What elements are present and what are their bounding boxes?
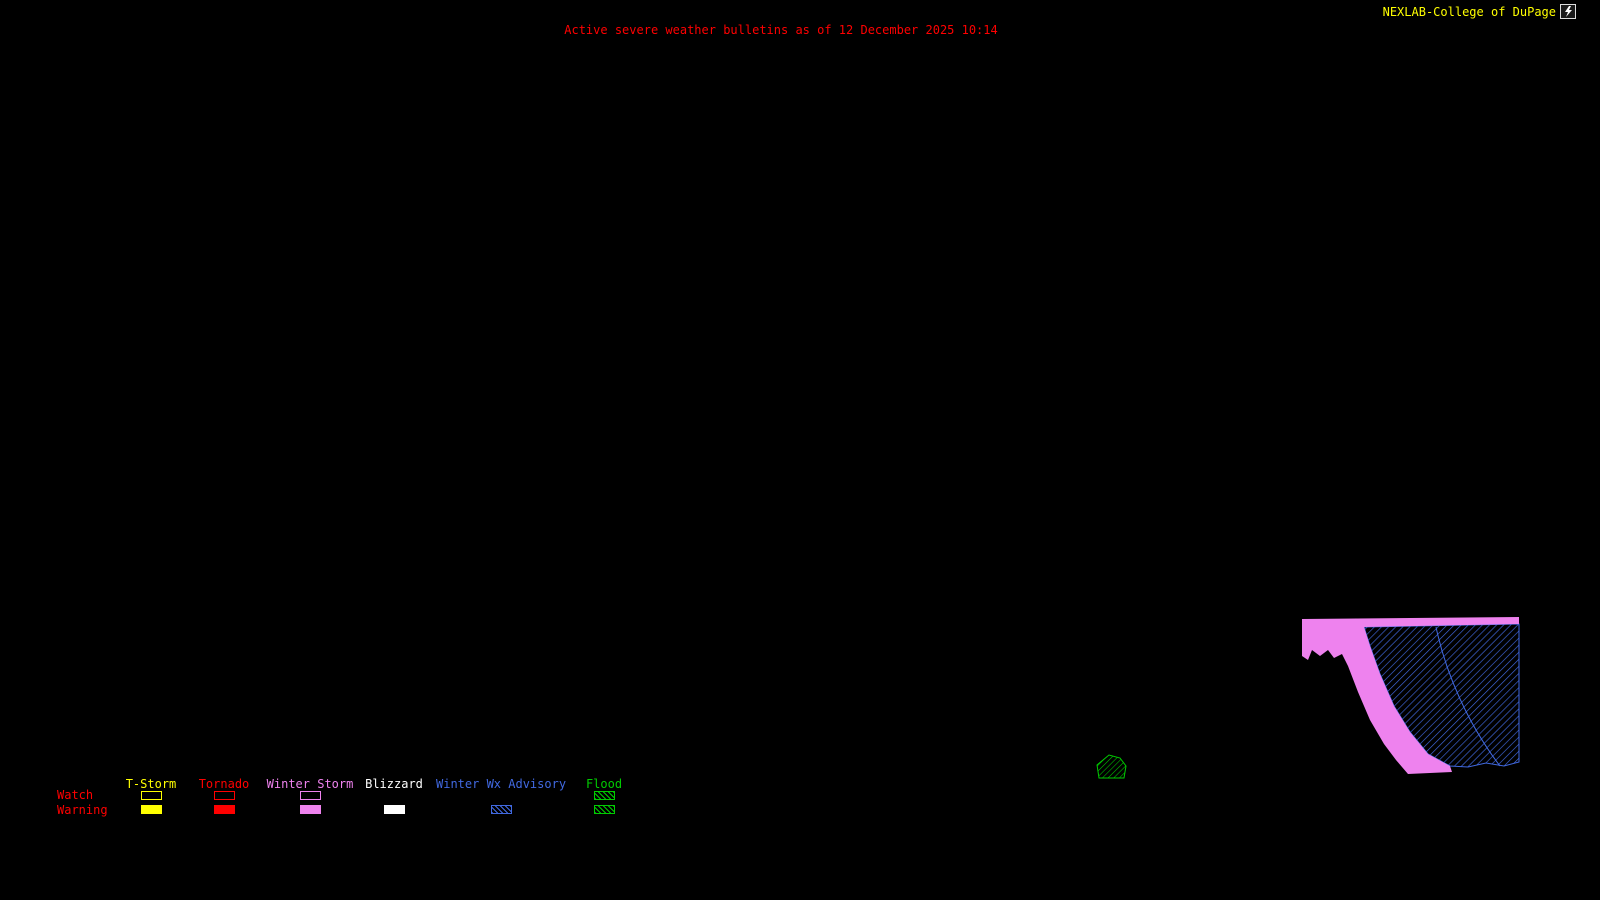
legend-col-flood: Flood [564,777,644,814]
tstorm-warning-swatch [140,805,162,814]
legend-col-winter-wx-advisory: Winter Wx Advisory [436,777,566,814]
flood-watch-region [1096,754,1127,779]
blizzard-warning-swatch [383,805,405,814]
warning-regions-map [1302,617,1520,774]
legend-warning-row-label: Warning [57,803,108,817]
legend-col-tornado: Tornado [184,777,264,814]
winter-storm-warning-swatch [299,805,321,814]
legend-label-tstorm: T-Storm [125,777,177,791]
flood-watch-polygon [1096,754,1127,779]
tstorm-watch-swatch [140,791,162,800]
legend-label-flood: Flood [585,777,623,791]
nexlab-brand-text: NEXLAB-College of DuPage [1382,5,1556,19]
legend-watch-row-label: Watch [57,788,94,802]
legend-col-blizzard: Blizzard [354,777,434,814]
cod-logo-icon [1560,4,1576,19]
winter-wx-advisory-swatch [490,805,512,814]
legend-col-tstorm: T-Storm [111,777,191,814]
bulletin-title: Active severe weather bulletins as of 12… [564,23,998,37]
legend-label-tornado: Tornado [198,777,250,791]
legend-label-winter-storm: Winter Storm [266,777,354,791]
legend-label-winter-wx-advisory: Winter Wx Advisory [436,777,567,791]
legend-col-winter-storm: Winter Storm [260,777,360,814]
winter-storm-watch-swatch [299,791,321,800]
winter-storm-warning-region [1302,617,1519,774]
tornado-warning-swatch [213,805,235,814]
map-boundary-line [1435,626,1501,767]
flood-watch-swatch [593,791,615,800]
flood-warning-swatch [593,805,615,814]
tornado-watch-swatch [213,791,235,800]
legend-label-blizzard: Blizzard [365,777,423,791]
